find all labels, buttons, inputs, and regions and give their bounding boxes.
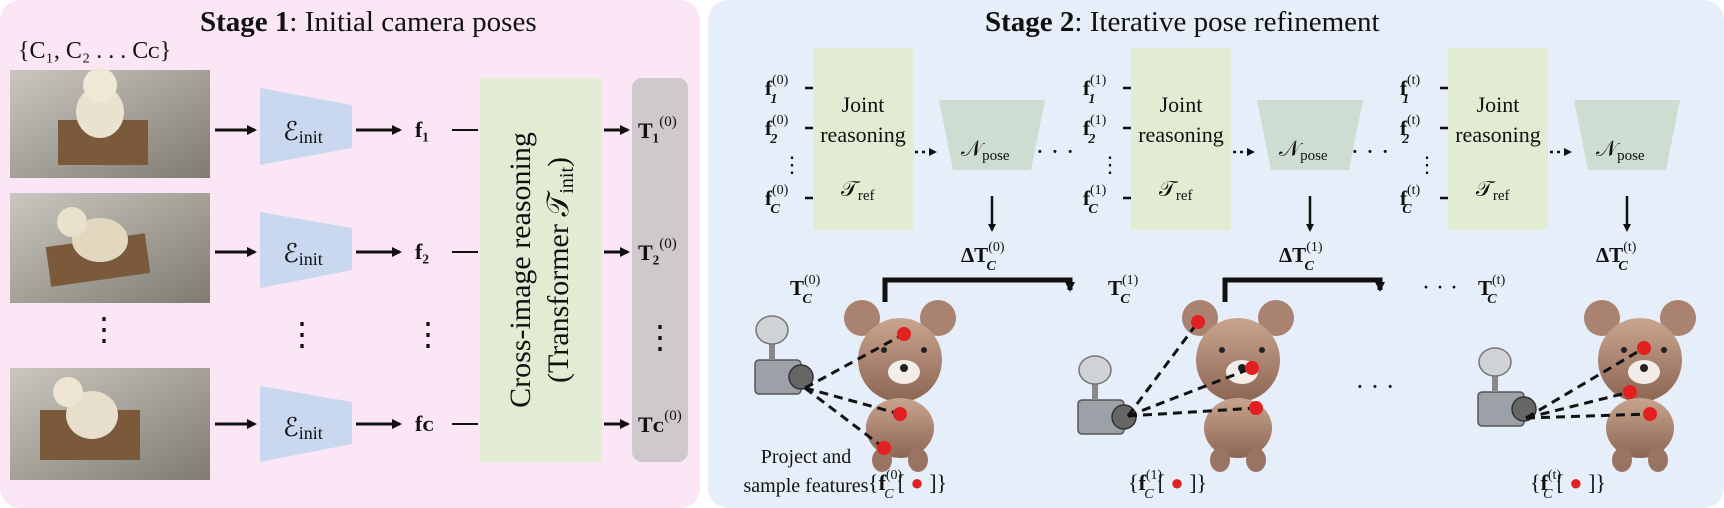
features-vdots: ⋮: [412, 316, 444, 352]
pose-net-label: 𝒩pose: [961, 136, 1010, 164]
feature-f2: f₂: [415, 239, 429, 264]
feature-fC: fᴄ: [415, 411, 434, 436]
joint-label-1: Joint: [1160, 92, 1203, 117]
encoder-1-label: ℰinit: [283, 117, 323, 147]
encoder-2: ℰinit: [260, 212, 352, 288]
bear-0: [844, 300, 956, 472]
block3-vdots: ⋮: [1416, 152, 1438, 177]
svg-text:ℰinit: ℰinit: [283, 413, 323, 443]
block3-delta-pose: ΔT(t)C: [1596, 240, 1637, 274]
block1-fC: f(0)C: [765, 183, 789, 217]
block1-joint-reasoning: [813, 48, 913, 230]
ref-transformer-label: 𝒯ref: [841, 176, 875, 204]
feature-set-0: {f(0)C[ ● ]}: [868, 468, 947, 502]
pose-net-label: 𝒩pose: [1279, 136, 1328, 164]
encoders-vdots: ⋮: [286, 316, 318, 352]
camera-1: [1077, 355, 1137, 435]
joint-label-1: Joint: [1477, 92, 1520, 117]
pose-T1: T₁(0): [638, 114, 677, 143]
transformer-label-line1: Cross-image reasoning: [504, 132, 537, 408]
block2-pose-net: [1257, 100, 1363, 170]
sample-point: [1643, 407, 1657, 421]
joint-label-1: Joint: [842, 92, 885, 117]
cross-image-transformer: [480, 78, 602, 462]
between-dots: · · ·: [1036, 137, 1075, 166]
block1-f2: f(0)2: [765, 113, 789, 147]
block1-pose-net: [939, 100, 1045, 170]
sample-point: [1191, 315, 1205, 329]
block3-f2: f(t)2: [1400, 113, 1421, 147]
input-photo-2: [10, 193, 210, 303]
sample-point: [1245, 361, 1259, 375]
block2-joint-reasoning: [1131, 48, 1231, 230]
photos-vdots: ⋮: [88, 311, 120, 347]
scene-pose-1: T(1)C: [1108, 273, 1139, 307]
block3-pose-net: [1574, 100, 1680, 170]
encoder-3: ℰinit: [260, 386, 352, 462]
pose-T2: T₂(0): [638, 236, 677, 265]
pose-net-label: 𝒩pose: [1596, 136, 1645, 164]
camera-t: [1477, 347, 1537, 427]
joint-label-2: reasoning: [1455, 122, 1541, 147]
poses-vdots: ⋮: [644, 319, 676, 355]
between-dots: · · ·: [1351, 137, 1390, 166]
feature-f1: f₁: [415, 117, 429, 142]
block3-fC: f(t)C: [1400, 183, 1421, 217]
joint-label-2: reasoning: [1138, 122, 1224, 147]
feature-set-t: {f(t)C[ ● ]}: [1530, 468, 1606, 502]
stage2-title: Stage 2: Iterative pose refinement: [985, 6, 1380, 38]
pose-TC: Tᴄ(0): [638, 408, 682, 437]
scene-dots-top: · · ·: [1422, 275, 1458, 301]
camera-set-label: {C₁, C₂ . . . Cᴄ}: [18, 38, 171, 64]
block2-delta-pose: ΔT(1)C: [1279, 240, 1323, 274]
scene-pose-t: T(t)C: [1478, 273, 1506, 307]
transformer-label-line2: (Transformer 𝒯init): [542, 157, 578, 383]
block3-f1: f(t)1: [1400, 73, 1421, 107]
scene-pose-0: T(0)C: [790, 273, 821, 307]
block1-vdots: ⋮: [781, 152, 803, 177]
sample-point: [1637, 341, 1651, 355]
input-photo-3: [10, 368, 210, 480]
project-label-1: Project and: [761, 446, 852, 468]
block2-vdots: ⋮: [1099, 152, 1121, 177]
pose-update-arrow-1: [882, 277, 1075, 302]
stage1-title: Stage 1: Initial camera poses: [200, 6, 537, 38]
sample-point: [1623, 385, 1637, 399]
block2-f1: f(1)1: [1083, 73, 1107, 107]
sample-point: [893, 407, 907, 421]
block3-joint-reasoning: [1448, 48, 1548, 230]
block1-f1: f(0)1: [765, 73, 789, 107]
bear-t: [1584, 300, 1696, 472]
pose-column: [632, 78, 688, 462]
camera-0: [754, 315, 814, 395]
ref-transformer-label: 𝒯ref: [1159, 176, 1193, 204]
sample-point: [1249, 401, 1263, 415]
input-photo-1: [10, 68, 210, 178]
joint-label-2: reasoning: [820, 122, 906, 147]
encoder-1: ℰinit: [260, 88, 352, 165]
pose-update-arrow-2: [1222, 277, 1385, 302]
sample-point: [897, 327, 911, 341]
block1-delta-pose: ΔT(0)C: [961, 240, 1005, 274]
project-label-2: sample features: [744, 475, 869, 497]
block2-fC: f(1)C: [1083, 183, 1107, 217]
scene-dots-mid: · · ·: [1356, 372, 1395, 401]
sample-point: [877, 441, 891, 455]
svg-text:ℰinit: ℰinit: [283, 239, 323, 269]
block2-f2: f(1)2: [1083, 113, 1107, 147]
ref-transformer-label: 𝒯ref: [1476, 176, 1510, 204]
feature-set-1: {f(1)C[ ● ]}: [1128, 468, 1207, 502]
